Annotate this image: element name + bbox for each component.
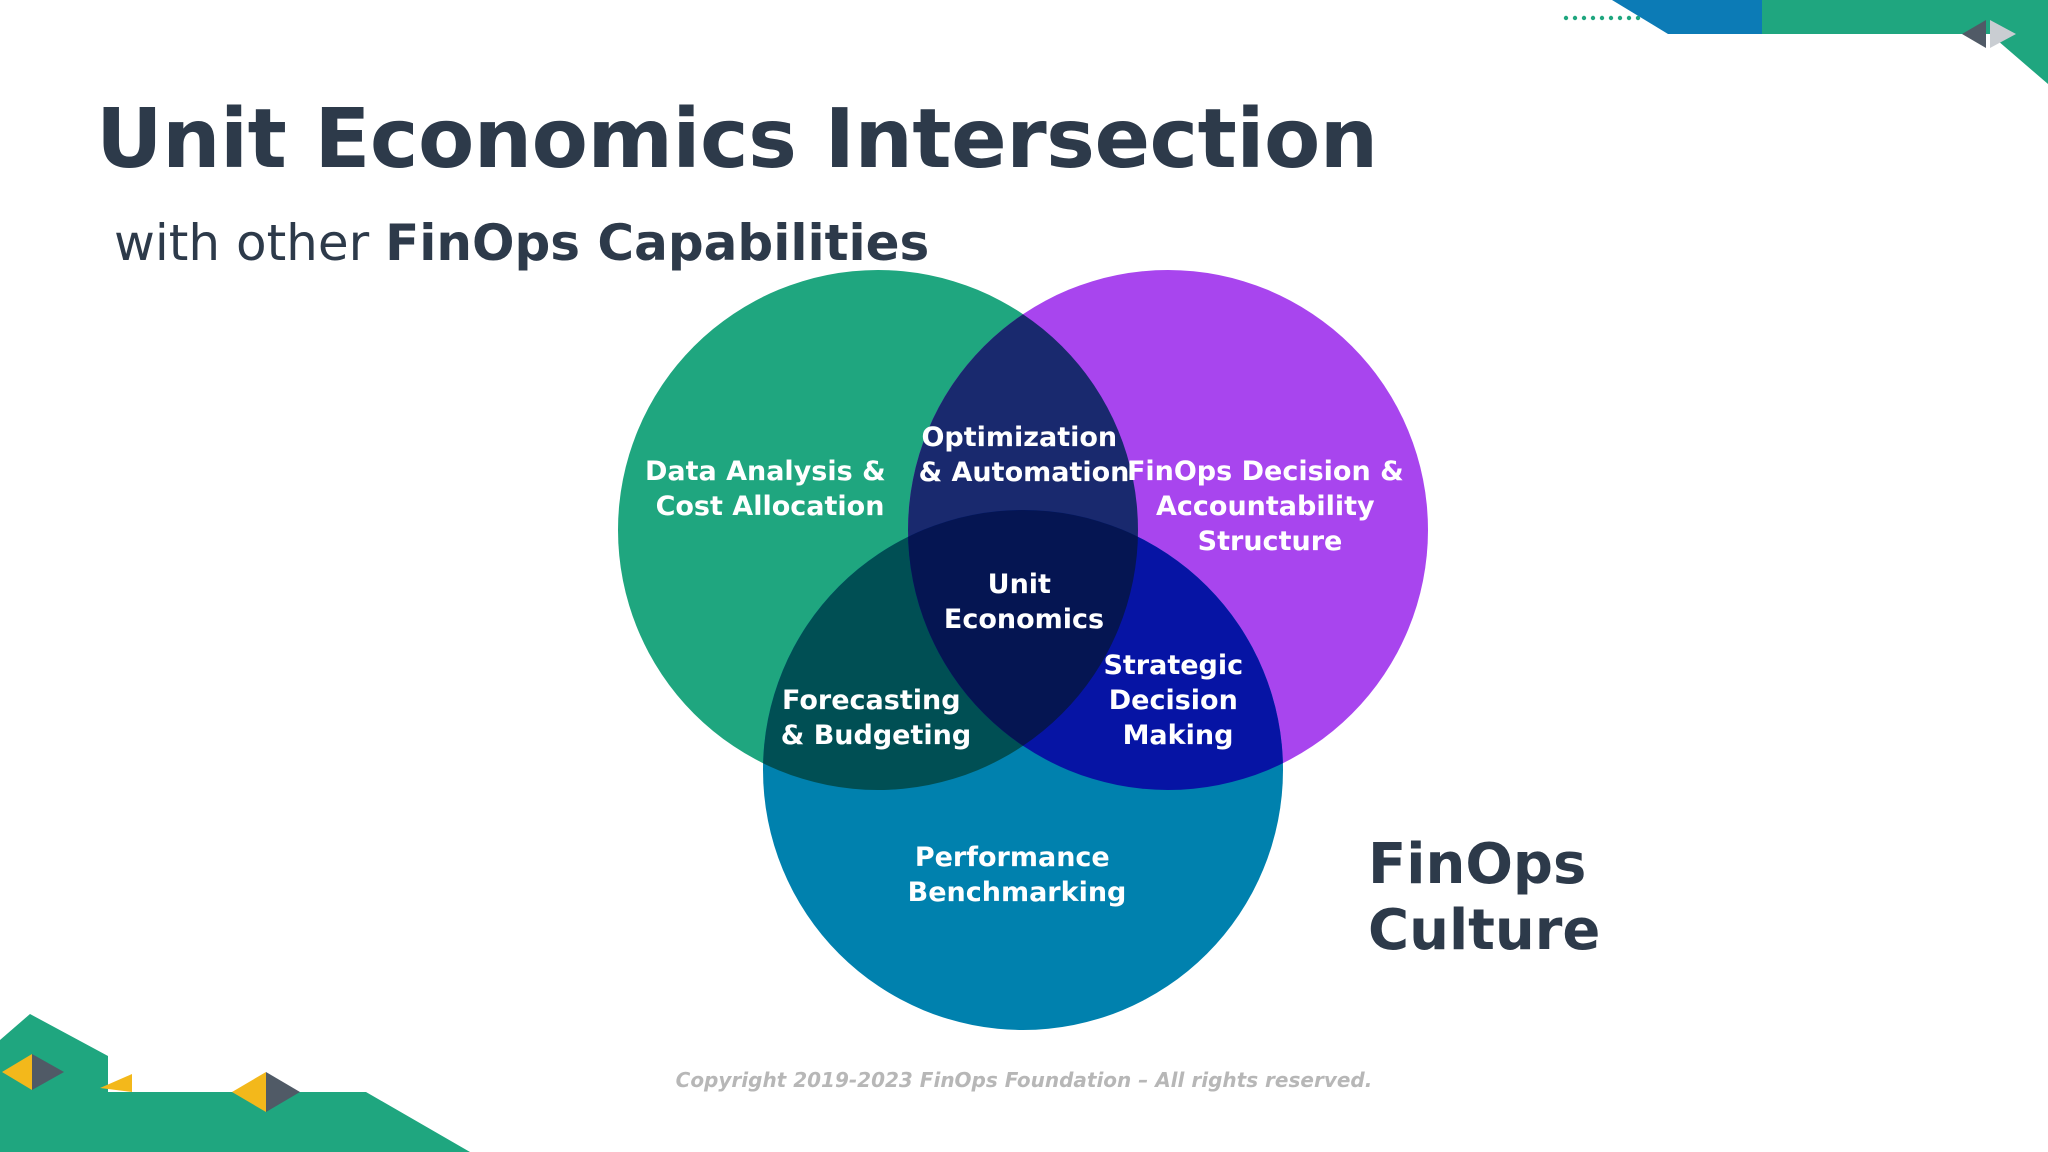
copyright-notice: Copyright 2019-2023 FinOps Foundation – … xyxy=(675,1068,1373,1092)
strategic-decision-making-label-line: Making xyxy=(1123,720,1234,751)
finops-culture-line: FinOps xyxy=(1368,832,1587,897)
slide-title: Unit Economics Intersection xyxy=(96,92,1378,187)
data-analysis-label-line: Cost Allocation xyxy=(656,491,885,522)
slide-subtitle: with other FinOps Capabilities xyxy=(114,214,929,272)
finops-culture-line: Culture xyxy=(1368,898,1601,963)
data-analysis-label: Data Analysis & Cost Allocation xyxy=(645,456,895,522)
optimization-automation-label-line: Optimization xyxy=(921,422,1117,453)
unit-economics-label-line: Unit xyxy=(988,569,1051,600)
decision-accountability-label-line: Accountability xyxy=(1156,491,1375,522)
performance-benchmarking-label: Performance Benchmarking xyxy=(908,842,1127,908)
performance-benchmarking-label-line: Benchmarking xyxy=(908,877,1127,908)
subtitle-prefix: with other xyxy=(114,214,386,272)
finops-culture-label: FinOps Culture xyxy=(1368,832,1600,964)
strategic-decision-making-label-line: Strategic xyxy=(1103,650,1243,681)
unit-economics-label: Unit Economics xyxy=(944,569,1104,635)
forecasting-budgeting-label-line: Forecasting xyxy=(782,685,961,716)
forecasting-budgeting-label-line: & Budgeting xyxy=(781,720,971,751)
data-analysis-label-line: Data Analysis & xyxy=(645,456,886,487)
forecasting-budgeting-label: Forecasting & Budgeting xyxy=(781,685,971,751)
strategic-decision-making-label: Strategic Decision Making xyxy=(1103,650,1252,751)
decision-accountability-label: FinOps Decision & Accountability Structu… xyxy=(1127,456,1413,557)
performance-benchmarking-label-line: Performance xyxy=(915,842,1110,873)
optimization-automation-label-line: & Automation xyxy=(919,457,1130,488)
strategic-decision-making-label-line: Decision xyxy=(1109,685,1238,716)
decision-accountability-label-line: Structure xyxy=(1198,526,1343,557)
decision-accountability-label-line: FinOps Decision & xyxy=(1127,456,1404,487)
subtitle-emphasis: FinOps Capabilities xyxy=(385,214,930,272)
unit-economics-label-line: Economics xyxy=(944,604,1104,635)
optimization-automation-label: Optimization & Automation xyxy=(919,422,1130,488)
